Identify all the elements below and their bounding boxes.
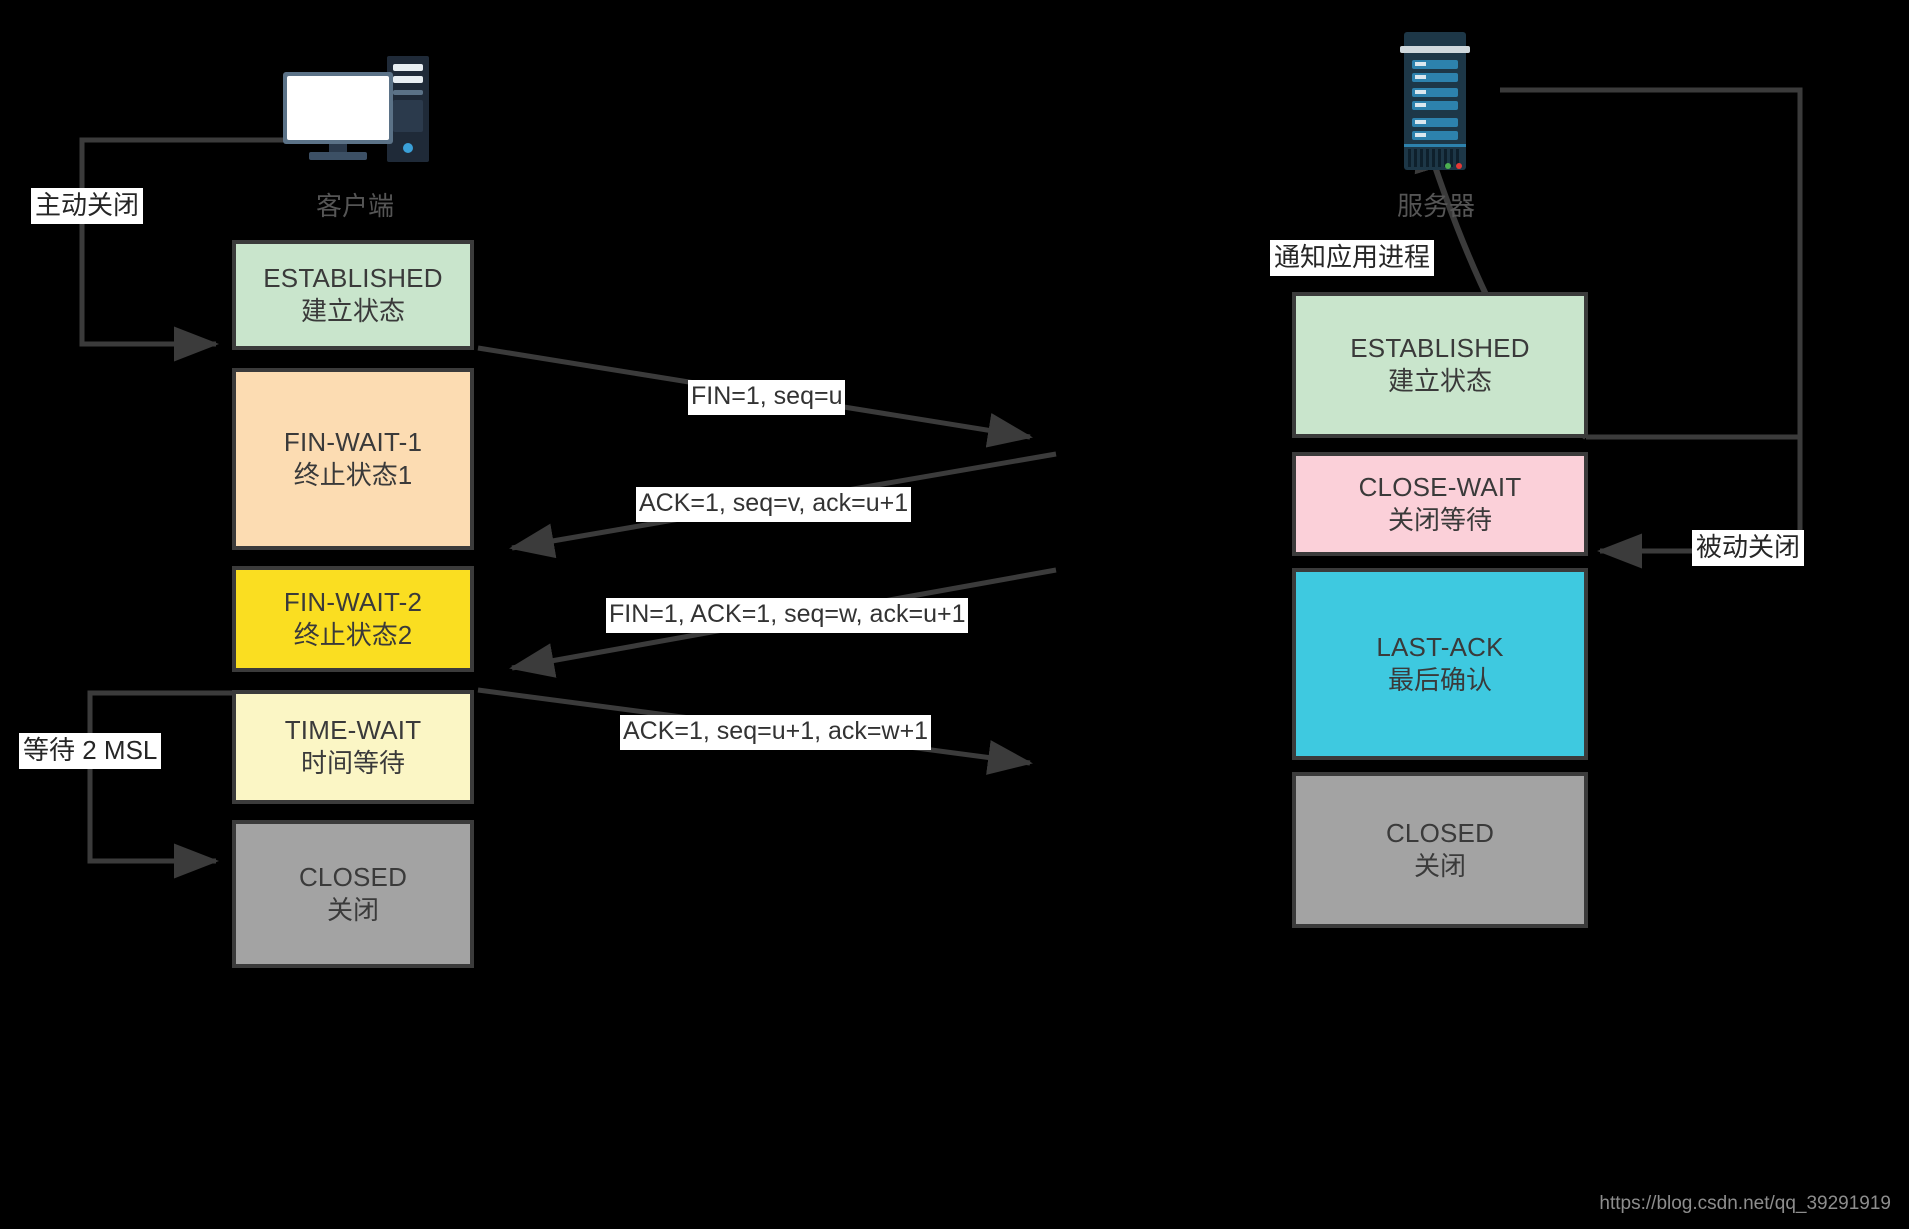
desktop-computer-icon — [283, 56, 433, 166]
client-state-established[interactable]: ESTABLISHED 建立状态 — [232, 240, 474, 350]
server-state-last-ack[interactable]: LAST-ACK 最后确认 — [1292, 568, 1588, 760]
message-label-ack-sequ1: ACK=1, seq=u+1, ack=w+1 — [620, 715, 932, 750]
state-label-cn: 建立状态 — [300, 296, 405, 326]
message-label-fin-ack-seqw: FIN=1, ACK=1, seq=w, ack=u+1 — [606, 598, 969, 633]
server-state-close-wait[interactable]: CLOSE-WAIT 关闭等待 — [1292, 452, 1588, 556]
client-state-time-wait[interactable]: TIME-WAIT 时间等待 — [232, 690, 474, 804]
server-state-closed[interactable]: CLOSED 关闭 — [1292, 772, 1588, 928]
state-label-en: CLOSED — [298, 861, 408, 892]
client-state-fin-wait-2[interactable]: FIN-WAIT-2 终止状态2 — [232, 566, 474, 672]
server-rack-icon — [1398, 32, 1474, 170]
message-label-fin-seq-u: FIN=1, seq=u — [688, 380, 846, 415]
state-label-en: ESTABLISHED — [1350, 332, 1530, 363]
note-passive-close: 被动关闭 — [1692, 530, 1805, 566]
watermark-text: https://blog.csdn.net/qq_39291919 — [1599, 1193, 1891, 1214]
note-active-close: 主动关闭 — [31, 188, 144, 224]
state-label-en: LAST-ACK — [1376, 631, 1504, 662]
state-label-en: ESTABLISHED — [263, 262, 443, 293]
state-label-cn: 关闭等待 — [1387, 505, 1492, 535]
state-label-cn: 最后确认 — [1387, 665, 1492, 695]
wait-2msl-connector — [87, 690, 232, 879]
passive-close-connector — [1596, 100, 1803, 569]
state-label-en: TIME-WAIT — [284, 714, 422, 745]
state-label-cn: 关闭 — [326, 895, 379, 925]
state-label-en: CLOSED — [1385, 817, 1495, 848]
state-label-en: FIN-WAIT-2 — [283, 586, 423, 617]
state-label-cn: 终止状态2 — [293, 620, 413, 650]
state-label-en: CLOSE-WAIT — [1358, 471, 1522, 502]
message-label-ack-seqv: ACK=1, seq=v, ack=u+1 — [636, 487, 912, 522]
server-caption: 服务器 — [1396, 191, 1475, 221]
state-label-cn: 关闭 — [1413, 851, 1466, 881]
note-notify-app: 通知应用进程 — [1270, 240, 1435, 276]
note-wait-2msl: 等待 2 MSL — [19, 733, 162, 769]
state-label-cn: 建立状态 — [1387, 366, 1492, 396]
state-label-cn: 时间等待 — [300, 748, 405, 778]
server-state-established[interactable]: ESTABLISHED 建立状态 — [1292, 292, 1588, 438]
client-state-closed[interactable]: CLOSED 关闭 — [232, 820, 474, 968]
state-label-en: FIN-WAIT-1 — [283, 426, 423, 457]
state-label-cn: 终止状态1 — [293, 460, 413, 490]
client-state-fin-wait-1[interactable]: FIN-WAIT-1 终止状态1 — [232, 368, 474, 550]
client-caption: 客户端 — [315, 191, 394, 221]
